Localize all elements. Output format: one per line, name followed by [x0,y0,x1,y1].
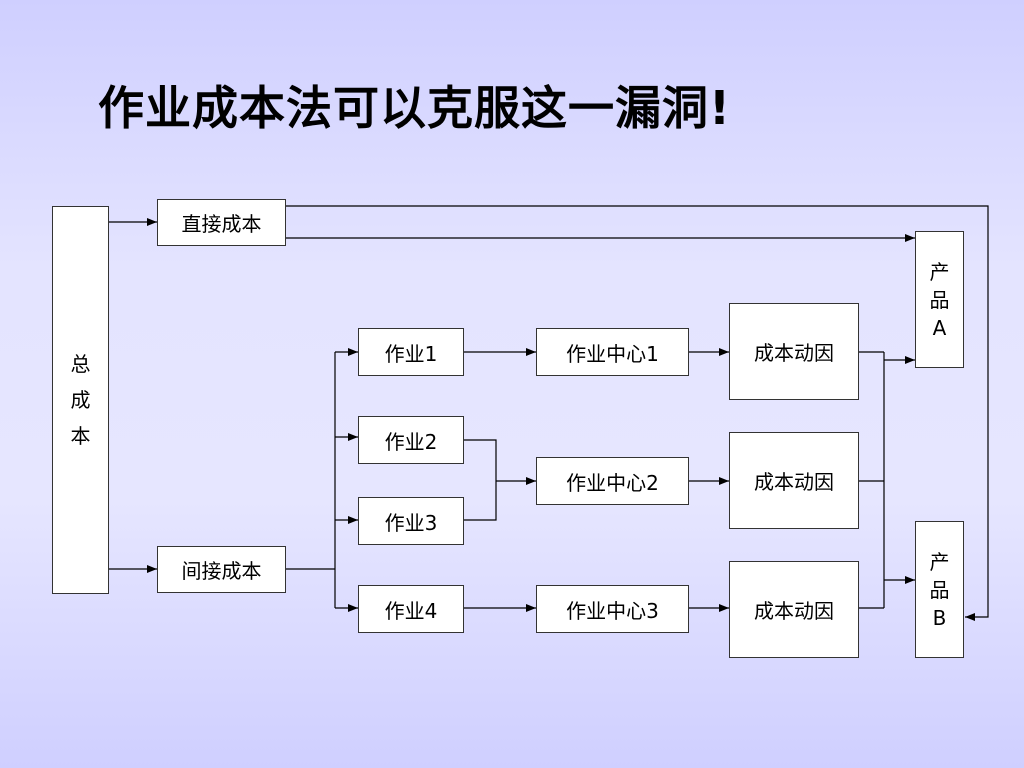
total-cost-char: 总 [70,352,91,376]
center3-box: 作业中心3 [536,585,689,633]
total-cost-char: 成 [70,388,91,412]
center2-box: 作业中心2 [536,457,689,505]
product-b-box: 产 品 B [915,521,964,658]
direct-cost-box: 直接成本 [157,199,286,246]
product-b-char: 产 [929,549,950,574]
total-cost-char: 本 [70,424,91,448]
product-a-box: 产 品 A [915,231,964,368]
product-b-char: 品 [929,577,950,602]
product-a-char: 品 [929,287,950,312]
activity3-box: 作业3 [358,497,464,545]
arrow-direct-to-product-b [286,205,989,621]
slide-title: 作业成本法可以克服这一漏洞! [98,81,731,135]
total-cost-box: 总 成 本 [52,206,109,594]
activity4-box: 作业4 [358,585,464,633]
product-a-char: A [932,315,947,340]
driver3-box: 成本动因 [729,561,859,658]
product-a-char: 产 [929,259,950,284]
driver2-box: 成本动因 [729,432,859,529]
driver1-box: 成本动因 [729,303,859,400]
activity2-join [464,439,497,521]
center1-box: 作业中心1 [536,328,689,376]
activity1-box: 作业1 [358,328,464,376]
product-b-char: B [932,605,947,630]
activity2-box: 作业2 [358,416,464,464]
indirect-cost-box: 间接成本 [157,546,286,593]
